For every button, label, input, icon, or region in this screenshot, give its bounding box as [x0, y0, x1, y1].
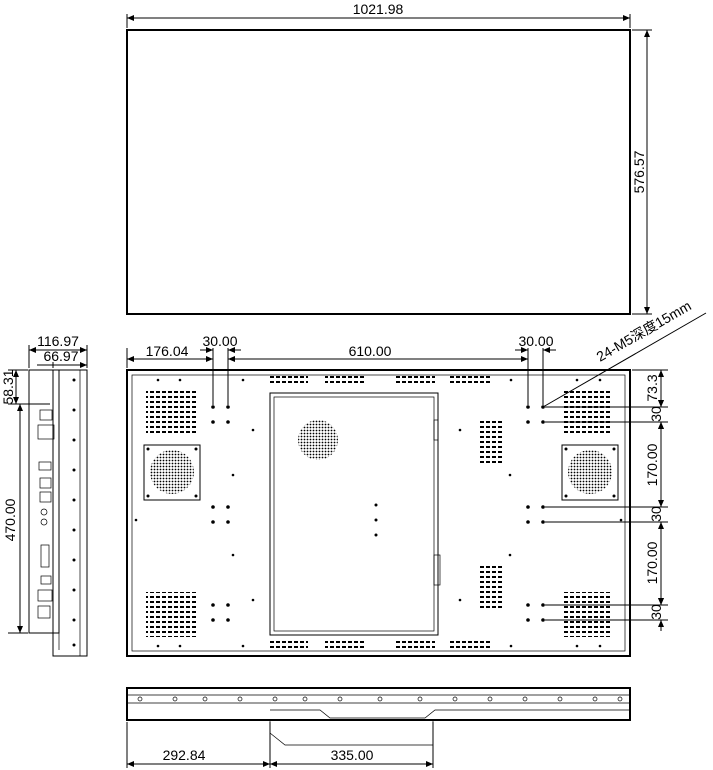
- side-view: 116.97 66.97 58.31 470.00: [0, 333, 88, 657]
- fan-left: [143, 444, 201, 501]
- rear-vertical-label-4: 170.00: [644, 541, 660, 584]
- rear-center-spacing-label: 610.00: [349, 343, 392, 359]
- side-height-label: 470.00: [2, 498, 18, 541]
- grille-left-top: [146, 390, 196, 435]
- side-top-offset-label: 58.31: [0, 369, 16, 404]
- rear-hole-spacing-right-label: 30.00: [518, 333, 553, 349]
- center-grille-upper: [478, 418, 502, 463]
- rear-view: 176.04 30.00 610.00 30.00 24-M5深度15mm 73…: [126, 297, 707, 657]
- side-body-outline: [28, 369, 60, 634]
- rear-left-offset-label: 176.04: [146, 343, 189, 359]
- bottom-right-label: 335.00: [331, 747, 374, 763]
- thread-note-leader: [542, 312, 707, 408]
- side-screws: [72, 378, 76, 647]
- rear-vertical-label-5: 30: [648, 604, 664, 620]
- rear-vertical-label-2: 170.00: [644, 443, 660, 486]
- rear-hole-spacing-left-label: 30.00: [202, 333, 237, 349]
- grille-left-bottom: [146, 592, 196, 637]
- center-cover-plate: [269, 392, 441, 636]
- side-body-depth-label: 66.97: [43, 348, 78, 364]
- side-ports: [37, 409, 55, 619]
- rear-vertical-label-1: 30: [648, 406, 664, 422]
- bottom-left-label: 292.84: [163, 747, 206, 763]
- fan-right: [561, 444, 619, 501]
- bottom-cover-profile: [269, 720, 434, 746]
- top-vent-slots: [268, 376, 490, 386]
- grille-right-top: [562, 390, 612, 435]
- thread-note: 24-M5深度15mm: [594, 297, 694, 364]
- bottom-view: 292.84 335.00: [126, 687, 631, 768]
- front-height-label: 576.57: [631, 150, 647, 193]
- grille-right-bottom: [562, 592, 612, 637]
- bottom-outline: [126, 687, 631, 721]
- side-depth-label: 116.97: [37, 333, 79, 349]
- bottom-screws: [137, 696, 623, 702]
- bottom-vent-slots: [268, 640, 490, 650]
- rear-panel-outline: [126, 369, 631, 657]
- rear-vertical-label-3: 30: [648, 506, 664, 522]
- perimeter-screws: [134, 378, 623, 648]
- front-view: 1021.98 576.57: [126, 1, 652, 315]
- front-panel-outline: [126, 29, 631, 315]
- front-width-label: 1021.98: [353, 1, 404, 17]
- side-bezel-outline: [52, 369, 88, 657]
- mounting-holes: [211, 405, 545, 622]
- center-grille-lower: [478, 565, 502, 610]
- rear-top-offset-label: 73.3: [644, 374, 660, 401]
